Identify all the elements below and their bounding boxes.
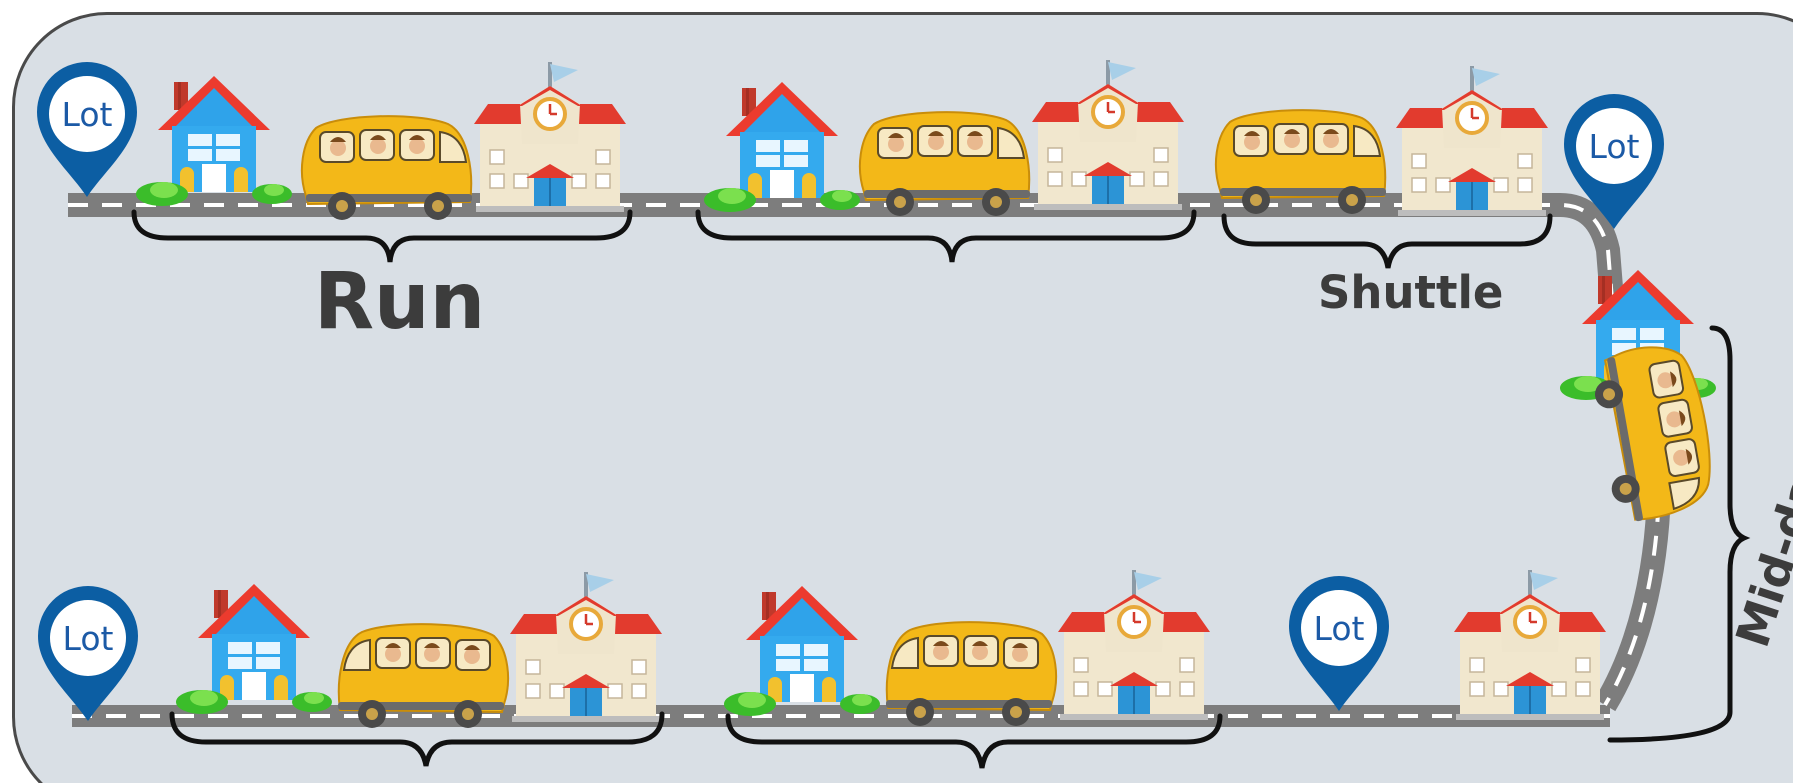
house-icon <box>176 584 332 714</box>
run-brace-2 <box>698 212 1194 262</box>
school-icon <box>1454 570 1606 720</box>
lot-pin-bottom-left: Lot <box>38 586 138 721</box>
house-icon <box>704 82 860 212</box>
school-icon <box>1058 570 1210 720</box>
lot-pin-bottom-middle: Lot <box>1289 576 1389 711</box>
lot-pin-label: Lot <box>1314 609 1365 648</box>
run-label: Run <box>314 257 485 347</box>
lot-pin-label: Lot <box>63 619 114 658</box>
lot-pin-top-left: Lot <box>37 62 137 197</box>
shuttle-label: Shuttle <box>1318 266 1503 319</box>
school-bus-icon <box>1588 339 1720 525</box>
house-icon <box>724 586 880 716</box>
shuttle-brace <box>1224 216 1550 268</box>
lot-pin-label: Lot <box>1589 127 1640 166</box>
run-brace <box>134 212 630 262</box>
house-icon <box>136 76 292 206</box>
school-icon <box>1032 60 1184 210</box>
school-icon <box>474 62 626 212</box>
school-icon <box>510 572 662 722</box>
lot-pin-label: Lot <box>62 95 113 134</box>
school-icon <box>1396 66 1548 216</box>
